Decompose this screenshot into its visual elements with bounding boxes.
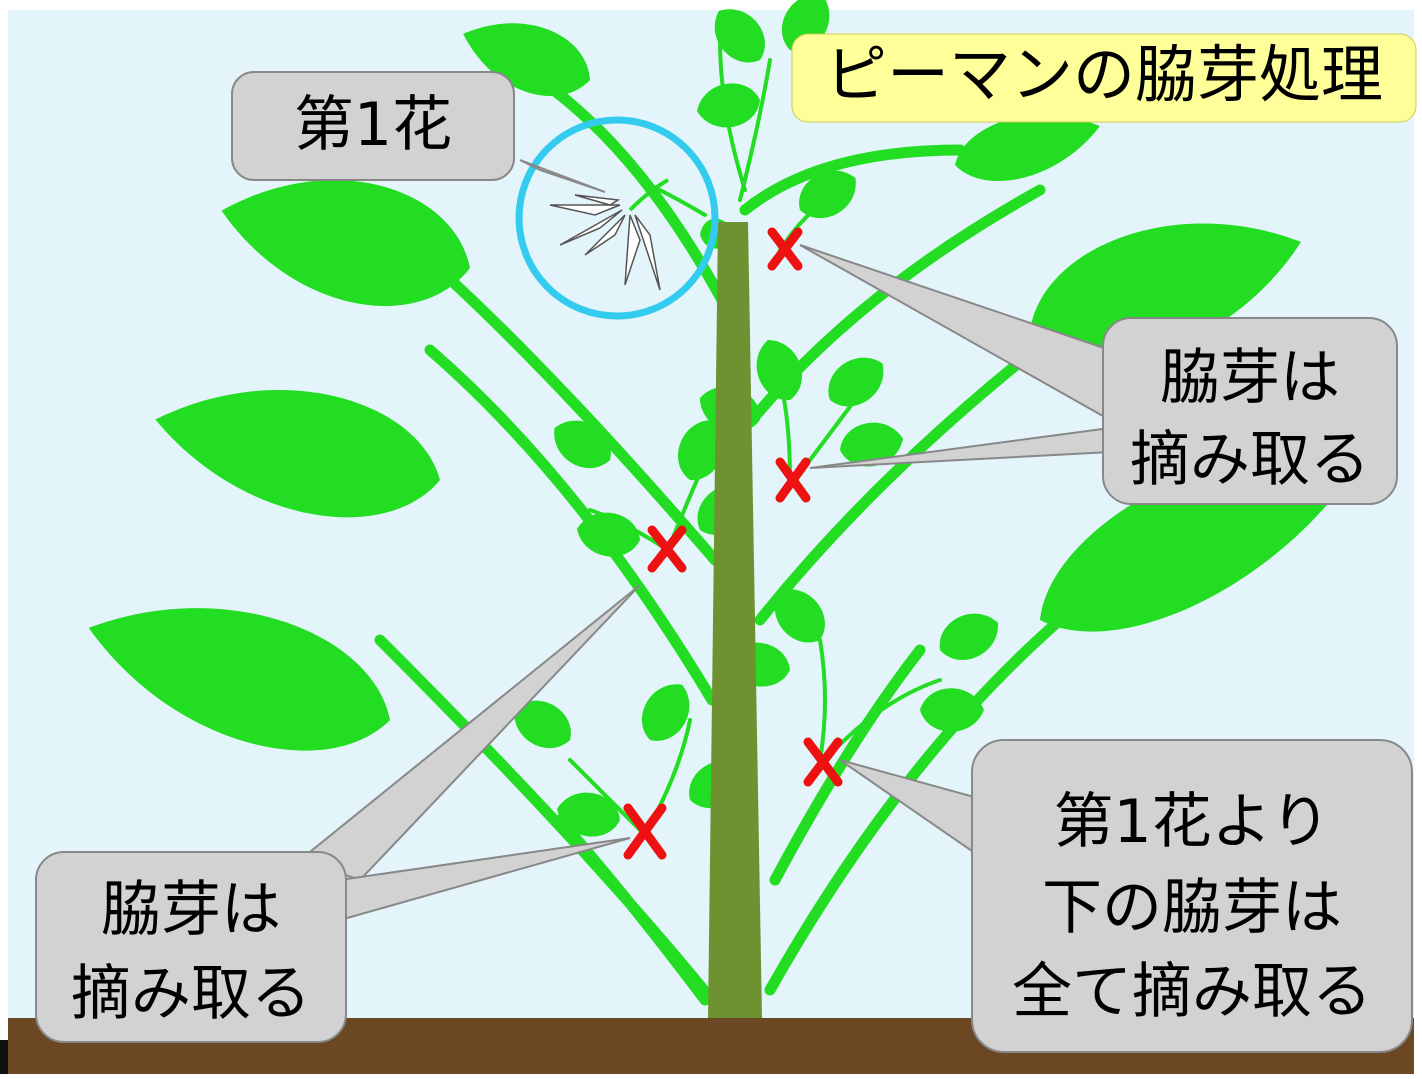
callout-left-bottom-line-2: 摘み取る xyxy=(71,959,311,1029)
callout-right-top-line-2: 摘み取る xyxy=(1130,425,1370,495)
red-x-mark-icon xyxy=(803,737,843,787)
ground-edge xyxy=(0,1040,8,1074)
main-stem xyxy=(708,222,762,1018)
red-x-mark-icon xyxy=(767,227,803,271)
callout-right-bottom-box xyxy=(971,739,1413,1053)
cut-marks xyxy=(623,227,843,860)
callout-first-flower-box xyxy=(231,71,515,181)
branches xyxy=(374,74,1066,1016)
callout-left-bottom-line-1: 脇芽は xyxy=(101,875,281,945)
red-x-mark-icon xyxy=(623,803,667,860)
page-title: ピーマンの脇芽処理 xyxy=(825,38,1383,111)
callout-right-bottom-line-2: 下の脇芽は xyxy=(1042,873,1342,943)
title-box xyxy=(791,33,1417,123)
first-flower xyxy=(549,194,661,291)
callout-right-top-box xyxy=(1102,317,1398,505)
callout-right-bottom-line-3: 全て摘み取る xyxy=(1012,957,1372,1027)
red-x-mark-icon xyxy=(775,457,811,503)
first-flower-label: 第1花 xyxy=(294,90,452,160)
callout-right-bottom-line-1: 第1花より xyxy=(1054,787,1331,857)
callout-left-bottom-box xyxy=(35,851,347,1043)
flower-highlight-circle xyxy=(515,116,719,320)
red-x-mark-icon xyxy=(647,525,687,573)
callout-right-top-line-1: 脇芽は xyxy=(1160,343,1340,413)
